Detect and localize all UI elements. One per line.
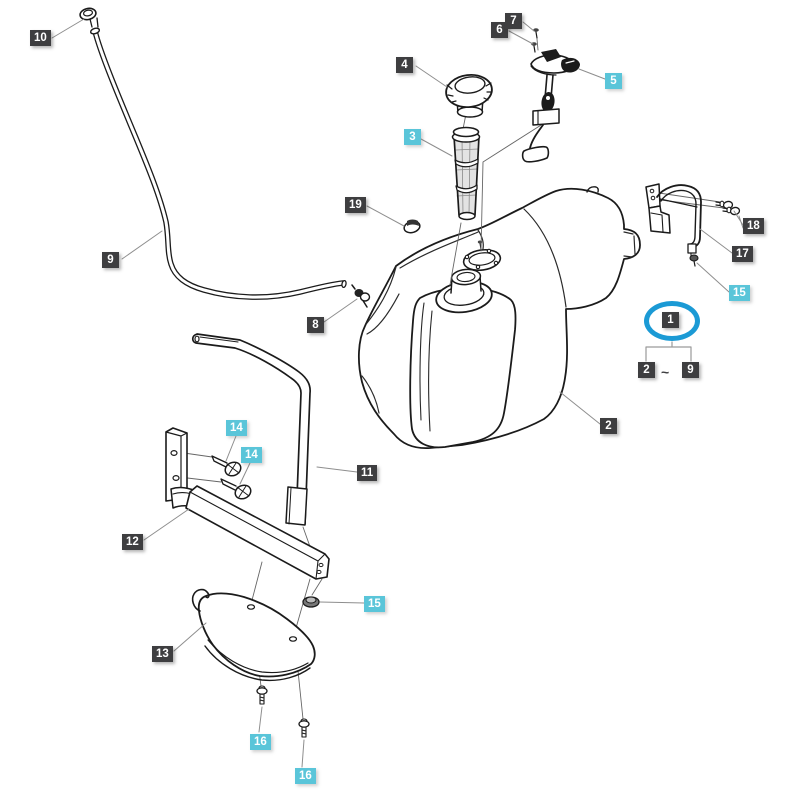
part-label-2g: 2 [638,362,655,378]
skid-bolts-drawing [256,685,310,738]
tank-strap-drawing [191,333,311,526]
part-label-16b: 16 [295,768,316,784]
skid-plate-drawing [191,588,320,738]
part-label-4: 4 [396,57,413,73]
bracket-bolts-drawing [715,200,741,216]
mount-bracket-drawing [165,427,330,580]
part-label-8: 8 [307,317,324,333]
part-label-18: 18 [743,218,764,234]
part-label-12: 12 [122,534,143,550]
part-label-7: 7 [505,13,522,29]
bracket-screw-drawing [689,254,699,267]
part-label-13: 13 [152,646,173,662]
range-tilde: ~ [661,364,670,380]
part-label-10: 10 [30,30,51,46]
fuel-cap-drawing [445,73,493,118]
leader-lines [51,18,744,768]
strap-bolts-drawing [211,455,252,500]
part-label-17: 17 [732,246,753,262]
group-bracket-lines [645,341,692,362]
fuel-hose-drawing [79,7,347,300]
sender-screws-drawing [531,28,539,53]
fuel-sender-drawing [521,28,580,163]
part-label-2t: 2 [600,418,617,434]
grommet-drawing [403,219,421,234]
part-label-6: 6 [491,22,508,38]
part-label-1: 1 [662,312,679,328]
hose-clamp-drawing [351,284,371,308]
part-label-15b: 15 [364,596,385,612]
part-label-19: 19 [345,197,366,213]
strap-nut-drawing [302,596,320,608]
fuel-tank-drawing [358,186,641,449]
part-label-3: 3 [404,129,421,145]
part-label-11: 11 [357,465,378,481]
part-label-14b: 14 [241,447,262,463]
side-bracket-drawing [645,183,741,267]
hose-cap-drawing [79,7,99,28]
fuel-filter-drawing [451,126,481,221]
part-label-14a: 14 [226,420,247,436]
part-label-15r: 15 [729,285,750,301]
part-label-5: 5 [605,73,622,89]
group-highlight-oval [644,301,700,341]
part-label-9g: 9 [682,362,699,378]
part-label-16a: 16 [250,734,271,750]
part-label-9h: 9 [102,252,119,268]
